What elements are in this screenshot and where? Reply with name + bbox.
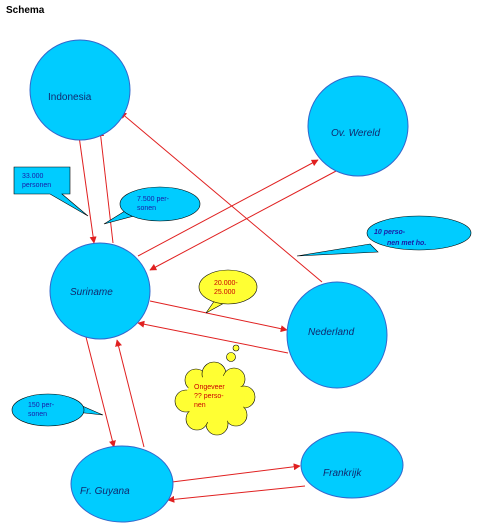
callout-10: 10 perso- nen met ho. <box>296 215 472 257</box>
node-ov-wereld-circle <box>307 75 409 177</box>
cloud-dot-medium <box>226 352 236 362</box>
cloud-fill <box>185 375 245 423</box>
callout-20000-line2: 25.000 <box>214 289 236 296</box>
callout-150-line1: 150 per- <box>28 402 55 409</box>
node-indonesia-circle <box>29 39 131 141</box>
callout-20000: 20.000- 25.000 <box>198 269 258 314</box>
node-ov-wereld: Ov. Wereld <box>307 75 409 177</box>
arrow-nederland-to-indonesia <box>119 111 323 283</box>
node-indonesia-label: Indonesia <box>48 92 92 103</box>
arrow-suriname-to-guyana <box>85 336 116 448</box>
node-frankrijk-label: Frankrijk <box>323 468 362 479</box>
arrow-guyana-to-suriname <box>115 339 145 448</box>
cloud-dot-small <box>232 344 240 352</box>
callout-7500: 7.500 per- sonen <box>103 186 201 225</box>
arrow-frankrijk-to-guyana <box>167 485 306 503</box>
callout-10-tail <box>296 243 379 257</box>
callout-7500-line1: 7.500 per- <box>137 196 170 203</box>
node-frankrijk-circle <box>300 431 404 499</box>
callout-33000: 33.000 personen <box>13 166 89 217</box>
node-suriname-circle <box>49 242 151 340</box>
node-nederland-circle <box>286 281 388 389</box>
arrow-suriname-to-indonesia <box>97 129 114 244</box>
callout-10-line1: 10 perso- <box>374 229 406 236</box>
callout-20000-line1: 20.000- <box>214 280 238 287</box>
arrow-indonesia-to-suriname <box>78 135 97 244</box>
callout-20000-bubble <box>198 269 258 305</box>
arrow-guyana-to-frankrijk <box>171 463 301 483</box>
node-fr-guyana: Fr. Guyana <box>70 445 174 523</box>
callout-150-line2: sonen <box>28 411 47 418</box>
callout-10-bubble <box>366 215 472 251</box>
node-fr-guyana-circle <box>70 445 174 523</box>
callout-7500-bubble <box>119 186 201 222</box>
arrows <box>78 111 339 503</box>
arrow-nederland-to-suriname <box>137 320 289 354</box>
node-indonesia: Indonesia <box>29 39 131 141</box>
callout-33000-line2: personen <box>22 182 51 189</box>
node-ov-wereld-label: Ov. Wereld <box>331 128 381 139</box>
node-suriname: Suriname <box>49 242 151 340</box>
callout-ongeveer-line1: Ongeveer <box>194 384 225 391</box>
callout-7500-line2: sonen <box>137 205 156 212</box>
callout-150: 150 per- sonen <box>11 393 104 427</box>
callout-33000-line1: 33.000 <box>22 173 44 180</box>
arrow-suriname-to-wereld <box>137 159 319 257</box>
node-nederland-label: Nederland <box>308 327 355 338</box>
node-frankrijk: Frankrijk <box>300 431 404 499</box>
node-fr-guyana-label: Fr. Guyana <box>80 486 130 497</box>
callout-ongeveer-cloud: Ongeveer ?? perso- nen <box>174 344 256 436</box>
node-nederland: Nederland <box>286 281 388 389</box>
callout-ongeveer-line2: ?? perso- <box>194 393 224 400</box>
arrow-suriname-to-nederland <box>149 300 288 333</box>
node-suriname-label: Suriname <box>70 287 113 298</box>
arrow-wereld-to-suriname <box>149 169 339 271</box>
callout-10-line2: nen met ho. <box>387 240 426 247</box>
schema-title: Schema <box>6 5 45 16</box>
callout-33000-shape <box>13 166 89 217</box>
callout-ongeveer-line3: nen <box>194 402 206 409</box>
callout-150-bubble <box>11 393 85 427</box>
